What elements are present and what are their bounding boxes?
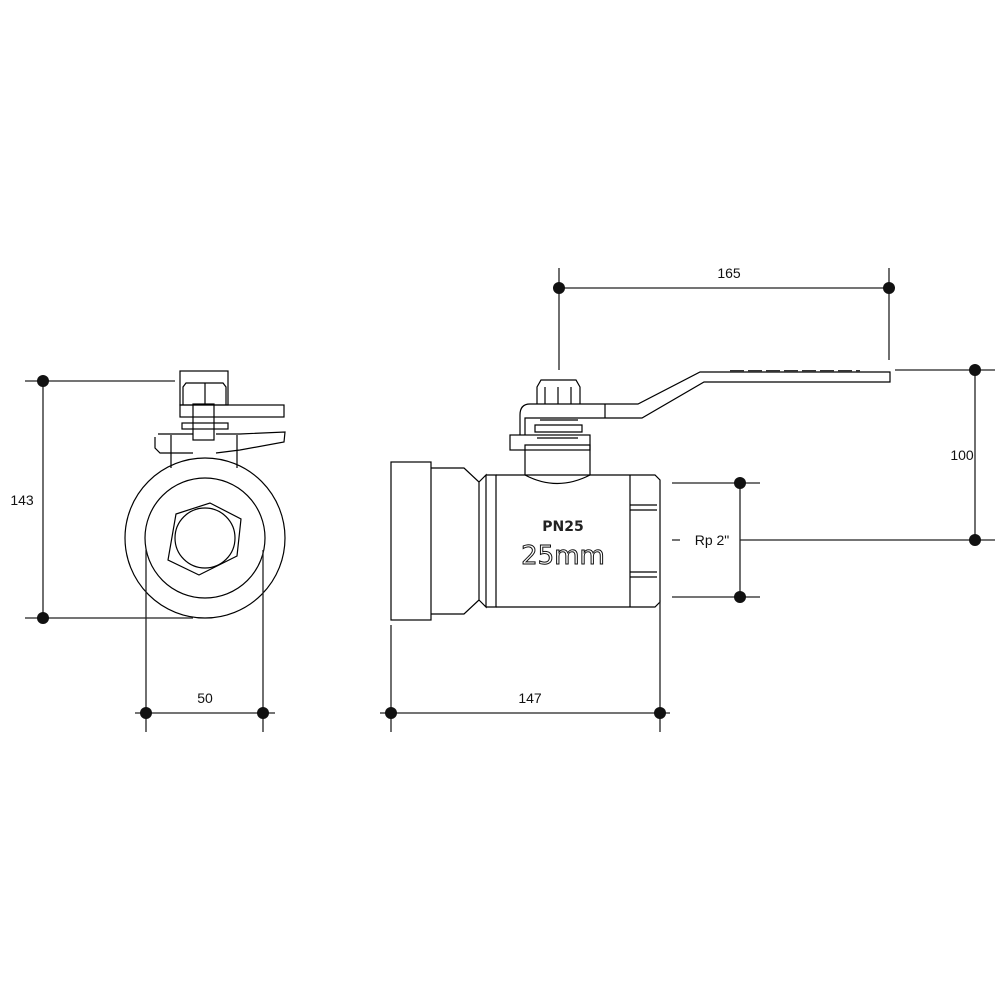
dimension-label-handle-length: 165	[717, 265, 741, 281]
front-nut	[182, 382, 227, 405]
side-neck	[524, 444, 591, 484]
side-coupling	[431, 467, 480, 615]
dimension-label-handle-height: 100	[950, 447, 974, 463]
dimension-label-length: 147	[518, 690, 542, 706]
front-stem	[192, 403, 215, 441]
front-inner-circle	[144, 477, 266, 599]
front-outer-circle	[124, 457, 286, 619]
dimension-50: 50	[135, 550, 275, 732]
side-washers	[534, 419, 583, 439]
dimension-thread: Rp 2"	[672, 477, 760, 603]
side-view: PN25 25mm	[390, 370, 891, 621]
front-hex	[167, 502, 242, 576]
front-bore	[174, 507, 236, 569]
dimension-label-height: 143	[10, 492, 34, 508]
dimension-label-thread: Rp 2"	[695, 532, 730, 548]
front-neck	[170, 435, 238, 468]
side-body	[496, 474, 661, 608]
front-stem-box	[179, 370, 229, 406]
dimension-165: 165	[553, 265, 895, 370]
front-handle-plate	[179, 404, 285, 418]
dimension-147: 147	[380, 600, 670, 732]
front-washer	[181, 422, 229, 430]
front-view	[124, 370, 286, 619]
side-handle	[519, 371, 891, 435]
size-label: 25mm	[521, 541, 605, 571]
pressure-rating-label: PN25	[542, 519, 583, 535]
side-nut	[536, 379, 581, 404]
side-stem-block	[509, 434, 591, 451]
dimension-143: 143	[10, 375, 193, 624]
dimension-label-width: 50	[197, 690, 213, 706]
side-flange	[390, 461, 432, 621]
front-lever-lower	[154, 431, 286, 454]
dimension-100: 100	[740, 364, 995, 546]
side-collar	[478, 473, 497, 609]
side-hex-end	[629, 475, 657, 607]
